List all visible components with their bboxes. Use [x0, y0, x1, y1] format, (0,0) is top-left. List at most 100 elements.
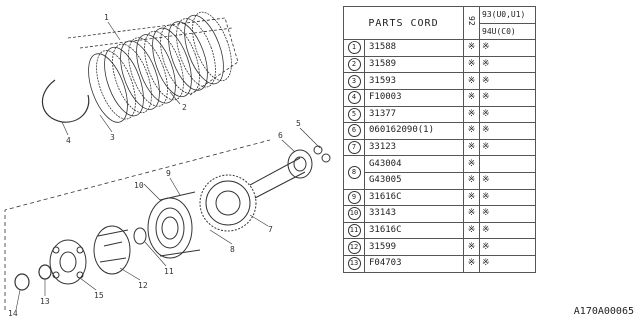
year-93-94-cell: ※ — [479, 72, 536, 90]
clutch-plate — [168, 21, 208, 91]
part-number-badge: 11 — [347, 224, 361, 238]
year-92-cell: ※ — [463, 105, 480, 124]
callout-4: 4 — [66, 136, 71, 145]
part-code-cell: G43004 — [364, 155, 464, 173]
part-number-cell: 1 — [343, 39, 365, 57]
part-number-cell: 13 — [343, 254, 365, 273]
clutch-plate — [152, 27, 192, 98]
year-92-cell: ※ — [463, 138, 480, 157]
snap-ring-small — [38, 264, 52, 280]
clutch-plate — [144, 30, 184, 101]
year-93-94-cell: ※ — [479, 188, 536, 207]
year-92-cell: ※ — [463, 155, 480, 173]
year-93-header: 93(U0,U1) — [479, 6, 536, 24]
part-number-badge: 13 — [347, 257, 361, 271]
part-number-badge: 8 — [347, 165, 361, 179]
year-93-94-cell: ※ — [479, 122, 536, 140]
year-92-cell: ※ — [463, 188, 480, 207]
part-number-badge: 3 — [347, 74, 361, 88]
part-code-cell: 33143 — [364, 205, 464, 223]
part-code-cell: F04703 — [364, 254, 464, 273]
year-92-cell: ※ — [463, 88, 480, 107]
part-number-cell: 8 — [343, 155, 365, 190]
year-93-94-cell — [479, 155, 536, 173]
part-number-cell: 6 — [343, 122, 365, 140]
parts-cord-header: PARTS CORD — [343, 5, 464, 41]
clutch-plate — [112, 43, 152, 114]
year-92-cell: ※ — [463, 254, 480, 273]
year-92-cell: ※ — [463, 171, 480, 190]
callout-1: 1 — [104, 13, 109, 22]
callout-15: 15 — [94, 291, 104, 300]
assembly-guide-line — [4, 139, 271, 310]
year-93-94-cell: ※ — [479, 205, 536, 223]
year-93-94-cell: ※ — [479, 254, 536, 273]
callout-9: 9 — [166, 169, 171, 178]
part-code-cell: 060162090(1) — [364, 122, 464, 140]
part-number-cell: 2 — [343, 55, 365, 74]
callout-13: 13 — [40, 297, 50, 306]
spring-retainer — [49, 239, 87, 285]
diagram-reference-code: A170A00065 — [573, 306, 634, 317]
callout-11: 11 — [164, 267, 174, 276]
clutch-plate — [184, 14, 224, 85]
part-number-cell: 12 — [343, 238, 365, 256]
part-number-badge: 2 — [347, 58, 361, 72]
part-number-cell: 10 — [343, 205, 365, 223]
part-number-badge: 5 — [347, 107, 361, 121]
year-93-94-cell: ※ — [479, 171, 536, 190]
part-number-cell: 4 — [343, 88, 365, 107]
part-code-cell: 31377 — [364, 105, 464, 124]
part-number-cell: 9 — [343, 188, 365, 207]
part-code-cell: G43005 — [364, 171, 464, 190]
clutch-plate-stack — [67, 11, 239, 123]
year-92-cell: ※ — [463, 122, 480, 140]
part-code-cell: 33123 — [364, 138, 464, 157]
callout-6: 6 — [278, 131, 283, 140]
clutch-plate — [192, 11, 232, 82]
part-code-cell: 31593 — [364, 72, 464, 90]
part-code-cell: 31589 — [364, 55, 464, 74]
parts-table-header: PARTS CORD 92 93(U0,U1) — [343, 5, 536, 41]
year-92-cell: ※ — [463, 238, 480, 256]
part-number-badge: 12 — [347, 240, 361, 254]
part-number-cell: 5 — [343, 105, 365, 124]
year-93-94-cell: ※ — [479, 238, 536, 256]
callout-7: 7 — [268, 225, 273, 234]
callout-2: 2 — [182, 103, 187, 112]
year-93-94-cell: ※ — [479, 138, 536, 157]
part-number-badge: 7 — [347, 141, 361, 155]
clutch-plate — [104, 46, 144, 117]
clutch-drum — [147, 191, 201, 259]
callout-5: 5 — [296, 119, 301, 128]
part-code-cell: 31616C — [364, 221, 464, 240]
part-number-cell: 7 — [343, 138, 365, 157]
clutch-plate — [136, 34, 176, 104]
clutch-plate — [160, 24, 200, 94]
year-92-cell: ※ — [463, 39, 480, 57]
part-code-cell: 31599 — [364, 238, 464, 256]
part-code-cell: 31588 — [364, 39, 464, 57]
year-92-cell: ※ — [463, 55, 480, 74]
piston-assembly — [93, 225, 131, 275]
part-number-cell: 3 — [343, 72, 365, 90]
table-row: G43005※※ — [344, 171, 536, 190]
snap-ring-outer — [14, 273, 30, 291]
snap-ring — [41, 79, 90, 123]
callout-10: 10 — [134, 181, 144, 190]
year-92-cell: ※ — [463, 221, 480, 240]
